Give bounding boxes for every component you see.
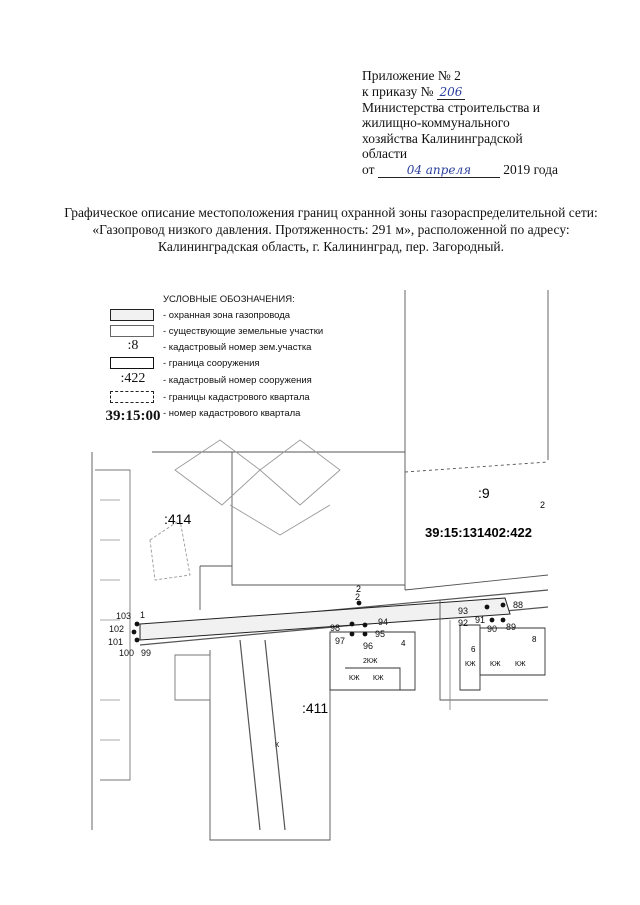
point-93: 93 [458,606,468,616]
point-90: 90 [487,624,497,634]
legend-row-protection-zone: - охранная зона газопровода [110,309,370,324]
ministry-line-4: области [362,146,408,162]
building-4 [329,631,416,691]
parcel-label-411: :411 [302,700,328,716]
point-99: 99 [141,648,151,658]
label-kzh-2: КЖ [373,675,384,682]
legend-label: - охранная зона газопровода [163,310,291,321]
legend-symbol-land-plots [110,325,154,337]
date-prefix: от [362,161,375,177]
legend-row-plot-number: :8 - кадастровый номер зем.участка [110,338,370,356]
label-building-8: 8 [532,635,537,644]
point-100: 100 [119,648,134,658]
legend-label: - существующие земельные участки [163,326,324,337]
point-1: 1 [140,610,145,620]
point-88: 88 [513,600,523,610]
parcel-411-outline [209,640,331,841]
parking-outline-3 [229,504,331,536]
appendix-header: Приложение № 2 к приказу № 206 Министерс… [362,68,632,178]
label-2-right: 2 [540,500,545,510]
building-6 [459,624,481,691]
parcel-411-strip-1 [239,639,261,831]
label-building-4: 4 [401,639,406,648]
appendix-number: Приложение № 2 [362,68,461,83]
label-kzh-3: КЖ [465,661,476,668]
building-strip-left [95,469,131,781]
legend-label: - границы кадастрового квартала [163,392,310,403]
legend-symbol-structure-number: :422 [120,371,146,386]
legend-symbol-structure [110,357,154,369]
document-title: Графическое описание местоположения гран… [64,205,598,254]
point-89: 89 [506,622,516,632]
point-96: 96 [363,641,373,651]
parcel-label-414: :414 [164,511,191,527]
parcel-right-lower [439,600,548,701]
point-2: 2 [355,592,360,602]
ministry-line-3: хозяйства Калининградской [362,130,523,146]
boundary-points [131,600,506,643]
point-91: 91 [475,615,485,625]
legend-label: - номер кадастрового квартала [163,408,301,419]
building-4-annex [345,667,401,691]
point-101: 101 [108,637,123,647]
legend-row-structure-number: :422 - кадастровый номер сооружения [110,371,370,389]
legend-heading: УСЛОВНЫЕ ОБОЗНАЧЕНИЯ: [163,294,295,305]
order-line: к приказу № 206 [362,84,632,100]
structure-cadastral-number: 39:15:131402:422 [425,525,532,540]
point-94: 94 [378,617,388,627]
label-kzh-4: КЖ [490,661,501,668]
ministry-line-1: Министерства строительства и [362,99,541,115]
label-2-top: 2 [356,584,361,594]
point-95: 95 [375,629,385,639]
legend-row-land-plots: - существующие земельные участки [110,325,370,340]
legend-symbol-quarter [110,391,154,403]
legend-symbol-plot-number: :8 [127,338,139,353]
protection-zone [139,597,511,641]
order-prefix: к приказу № [362,83,434,99]
quarter-boundary-dashed [404,461,549,473]
parking-outline-4 [149,519,191,581]
point-98: 98 [330,623,340,633]
label-kzh-1: КЖ [349,675,360,682]
legend-label: - кадастровый номер сооружения [163,375,312,386]
point-97: 97 [335,636,345,646]
small-structure [174,654,211,701]
ministry-line-2: жилищно-коммунального [362,115,510,131]
date-handwritten: 04 апреля [377,163,500,178]
parcel-label-9: :9 [478,485,490,501]
parking-outline-2 [259,439,341,506]
date-line: от 04 апреля 2019 года [362,162,632,178]
legend-row-quarter-number: 39:15:00 - номер кадастрового квартала [106,408,370,426]
building-strip-hatch [100,499,120,741]
label-building-6: 6 [471,645,476,654]
point-102: 102 [109,624,124,634]
legend-symbol-quarter-number: 39:15:00 [105,408,161,424]
order-number-handwritten: 206 [436,85,465,100]
legend-symbol-zone [110,309,154,321]
label-2kzh: 2КЖ [363,658,378,665]
map-legend: УСЛОВНЫЕ ОБОЗНАЧЕНИЯ: - охранная зона га… [106,294,370,434]
label-k: К [275,742,280,749]
point-92: 92 [458,618,468,628]
parcel-edge-6 [404,574,549,591]
parking-outline-1 [174,439,261,506]
point-103: 103 [116,611,131,621]
legend-label: - граница сооружения [163,358,260,369]
date-suffix: 2019 года [503,161,559,177]
legend-row-structure-boundary: - граница сооружения [110,357,370,372]
parcel-411-strip-2 [264,639,286,831]
legend-row-quarter-boundary: - границы кадастрового квартала [110,391,370,406]
legend-label: - кадастровый номер зем.участка [163,342,312,353]
label-kzh-5: КЖ [515,661,526,668]
